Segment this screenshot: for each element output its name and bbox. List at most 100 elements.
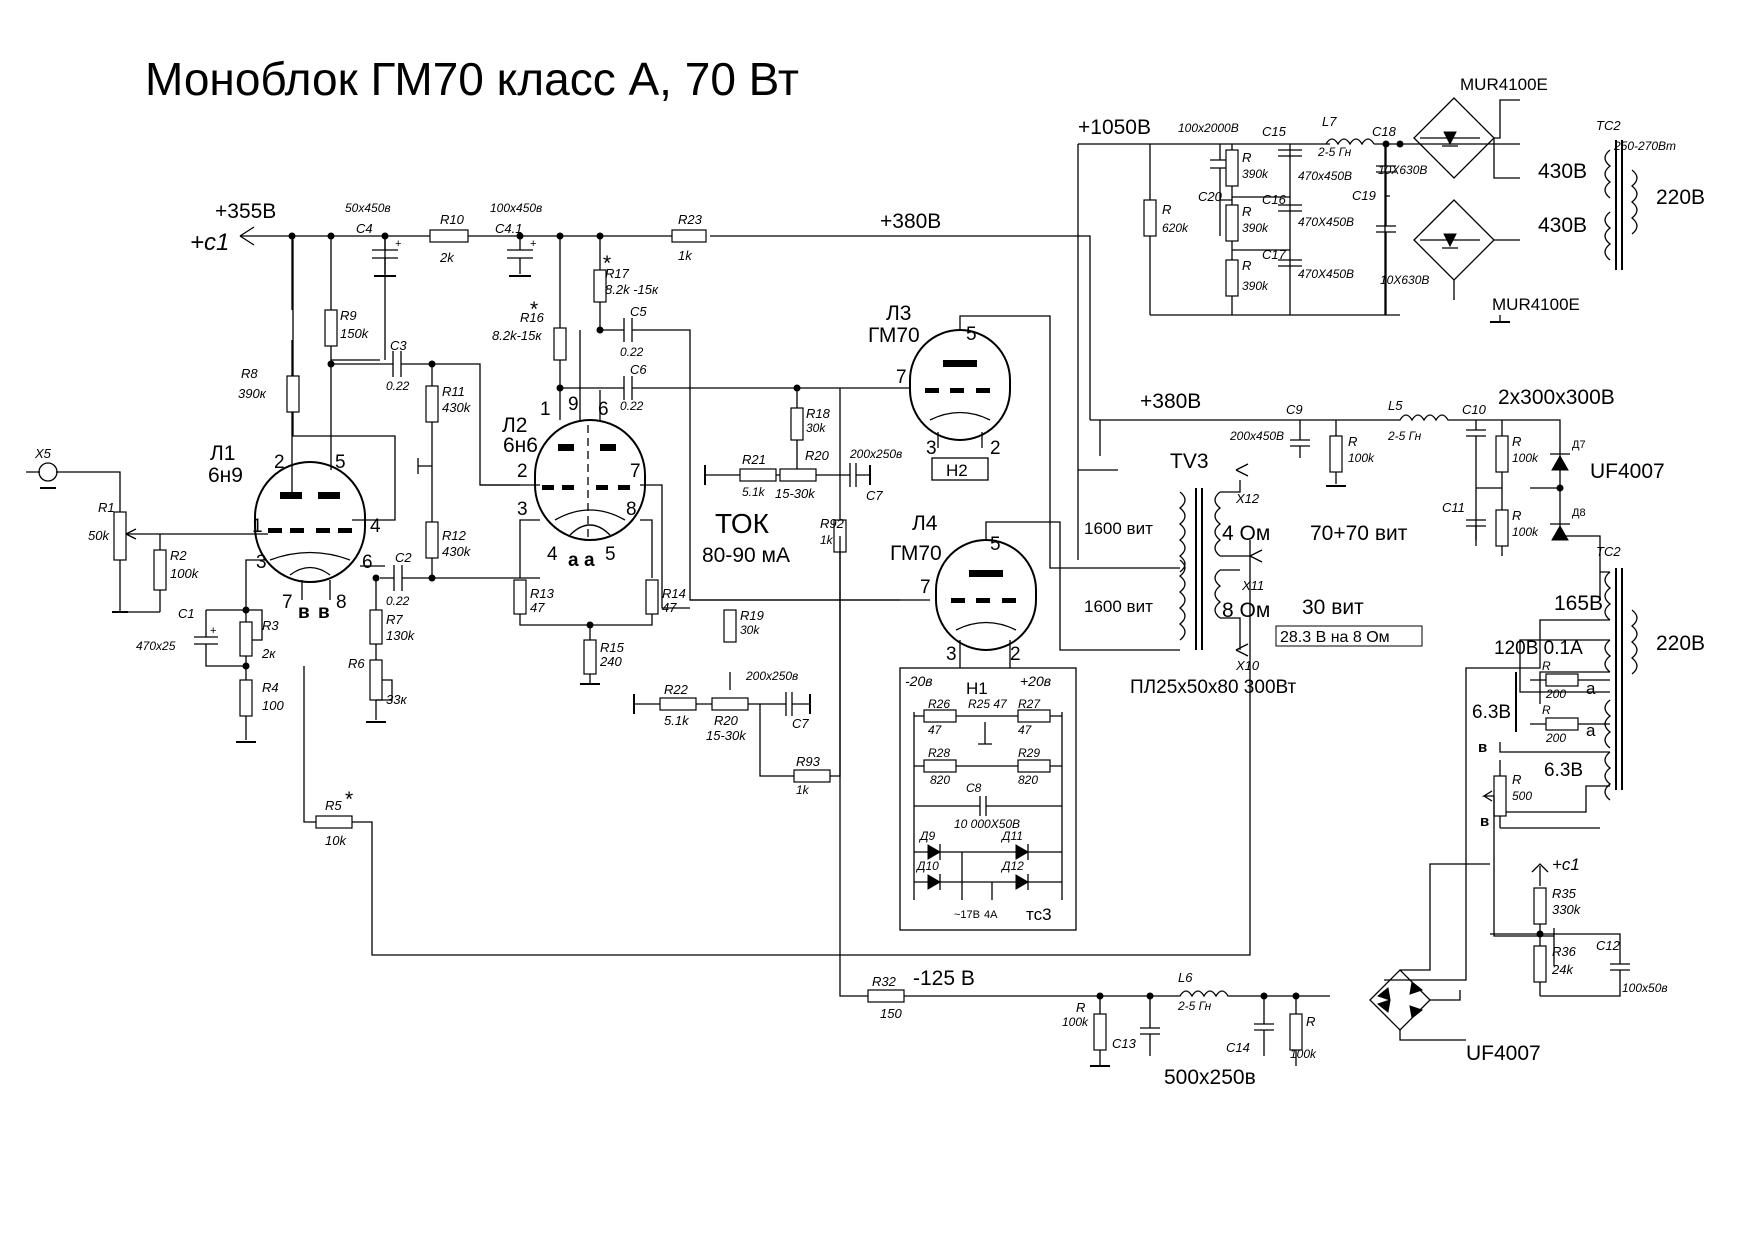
fil2-label: 6.3В xyxy=(1544,760,1583,781)
current-note: ТОК 80-90 мА xyxy=(702,508,790,567)
c2-label: C2 xyxy=(395,550,412,565)
l2-pin: 3 xyxy=(517,499,528,520)
bias-network-l4: R22 5.1k R20 15-30k R19 30k C7 200x250в … xyxy=(633,388,847,797)
c3-label: C3 xyxy=(390,338,407,353)
r12-value: 430k xyxy=(442,544,472,559)
tc3-label: тс3 xyxy=(1026,905,1052,924)
r32-label: R32 xyxy=(872,974,897,989)
l2-pin: 7 xyxy=(630,461,641,482)
r28-value: 820 xyxy=(930,773,950,787)
r22-label: R22 xyxy=(664,682,689,697)
ohm4-label: 4 Ом xyxy=(1222,522,1270,545)
l2-pin: 4 xyxy=(547,544,558,565)
r20b-value: 15-30k xyxy=(706,728,747,743)
current-label: ТОК xyxy=(715,508,770,539)
rail-355-label: +355В xyxy=(215,200,276,223)
r7-label: R7 xyxy=(386,612,403,627)
l1-pin: 2 xyxy=(274,452,285,473)
rail-380b-label: +380В xyxy=(1140,390,1201,413)
resistor-r13: R13 47 xyxy=(513,579,591,640)
tube-l1: Л1 6н9 1 2 3 4 5 6 7 8 в в xyxy=(165,236,396,623)
c6-label: C6 xyxy=(630,362,647,377)
c18-value: 10X630В xyxy=(1378,163,1427,177)
r11-label: R11 xyxy=(442,384,465,399)
r17-mark: * xyxy=(603,252,611,275)
r21-label: R21 xyxy=(742,452,766,467)
r1-label: R1 xyxy=(98,500,115,515)
r16-value: 8.2k-15к xyxy=(492,328,542,343)
r8-label: R8 xyxy=(241,366,258,381)
r20a-value: 15-30k xyxy=(775,486,816,501)
d7-label: Д7 xyxy=(1572,439,1586,451)
c41-value: 100x450в xyxy=(490,201,542,215)
r18-label: R18 xyxy=(806,406,831,421)
potentiometer-r6: R6 33к xyxy=(348,656,407,723)
r6-label: R6 xyxy=(348,656,365,671)
resistor-r12: R12 430k xyxy=(425,521,472,578)
l1-pin: 8 xyxy=(336,592,347,613)
r18-value: 30k xyxy=(806,421,826,435)
r100k-value-5: 100k xyxy=(1290,1047,1317,1061)
r4-value: 100 xyxy=(262,698,284,713)
l2-pin: 1 xyxy=(540,399,551,420)
c12-label: C12 xyxy=(1596,938,1621,953)
l2-pin: 9 xyxy=(568,394,579,415)
tc2b-sec120: 120В 0.1А xyxy=(1494,638,1583,659)
svg-text:+: + xyxy=(395,238,401,250)
rail-380-label: +380В xyxy=(880,210,941,233)
l2-type: 6н6 xyxy=(503,434,538,457)
r10-label: R10 xyxy=(440,212,465,227)
r100k-value-2: 100k xyxy=(1512,451,1539,465)
r100k-label-5: R xyxy=(1306,1014,1315,1029)
r500-value: 500 xyxy=(1512,789,1532,803)
c8-value: 10 000X50В xyxy=(954,817,1020,831)
resistor-r10: R10 2k xyxy=(429,212,469,265)
power-transformer-1: TC2 250-270Вт 430В 430В 220В xyxy=(1538,118,1705,270)
hv-supply: +1050В 100x2000В R 620k C20 R 390k R 390… xyxy=(1077,114,1520,560)
filament-label-b2: в xyxy=(1480,813,1489,830)
r35-value: 330k xyxy=(1552,902,1582,917)
rail-2x300-label: 2x300x300В xyxy=(1498,386,1615,409)
rail-355: +355В +с1 +380В xyxy=(190,200,1091,420)
h1-plus: +20в xyxy=(1020,673,1051,689)
tube-l3: Л3 ГМ70 5 7 3 2 Н2 xyxy=(868,302,1180,569)
c13-label: C13 xyxy=(1112,1036,1137,1051)
resistor-r2: R2 100k xyxy=(153,534,200,612)
c4-value: 50x450в xyxy=(345,201,391,215)
r7-value: 130k xyxy=(386,628,416,643)
tc2b-pri: 220В xyxy=(1656,632,1705,655)
x10-label: X10 xyxy=(1235,658,1260,673)
c12-value: 100x50в xyxy=(1622,981,1668,995)
filament-label-b1: в xyxy=(1478,739,1487,756)
c19-value: 10X630В xyxy=(1380,273,1429,287)
h1-amp: 4А xyxy=(984,909,998,921)
tc2b-label: TC2 xyxy=(1596,544,1621,559)
l5-value: 2-5 Гн xyxy=(1387,429,1422,443)
r8-value: 390к xyxy=(238,386,267,401)
r17-value: 8.2k -15к xyxy=(605,282,659,297)
l3-name: Л3 xyxy=(886,302,911,325)
capacitor-c1: + C1 470x25 xyxy=(136,606,246,667)
c2-value: 0.22 xyxy=(386,594,410,608)
c19-label: C19 xyxy=(1352,188,1376,203)
rectifier-bridge-1: MUR4100E xyxy=(1413,75,1548,179)
bridge1-label: MUR4100E xyxy=(1460,75,1548,94)
l3-type: ГМ70 xyxy=(868,324,920,347)
tv3-label: TV3 xyxy=(1170,450,1209,473)
c7a-label: C7 xyxy=(866,488,883,503)
l6-label: L6 xyxy=(1178,970,1193,985)
c8-label: C8 xyxy=(966,781,982,795)
l2-pin: 6 xyxy=(598,399,609,420)
c7b-value: 200x250в xyxy=(745,669,798,683)
h1-label: Н1 xyxy=(966,679,988,698)
r23-label: R23 xyxy=(678,212,703,227)
c15-value: 470x450В xyxy=(1298,169,1352,183)
c15-label: C15 xyxy=(1262,124,1287,139)
l7-value: 2-5 Гн xyxy=(1317,145,1352,159)
r20b-label: R20 xyxy=(714,713,739,728)
c41-label: C4.1 xyxy=(495,221,522,236)
r500-label: R xyxy=(1512,772,1521,787)
bias-supply-125: R32 150 -125 В R 100k C13 L6 2-5 Гн C14 … xyxy=(839,536,1541,1089)
r100k-label-4: R xyxy=(1076,1000,1085,1015)
